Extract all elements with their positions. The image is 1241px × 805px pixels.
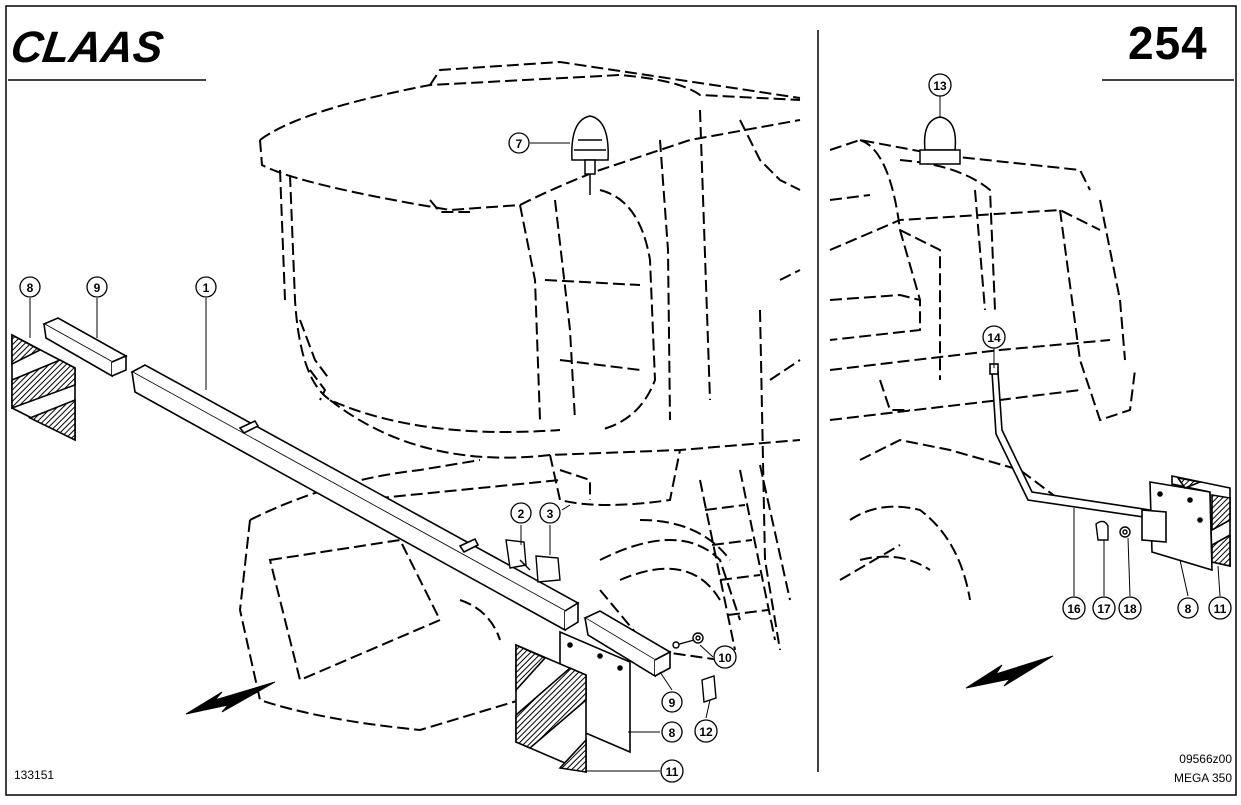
mounting-brackets: [505, 539, 561, 583]
svg-text:13: 13: [933, 79, 947, 93]
combine-outline-left: [238, 60, 801, 732]
svg-text:17: 17: [1097, 602, 1111, 616]
svg-text:8: 8: [27, 281, 34, 295]
callout-12: 12: [694, 719, 718, 743]
svg-text:11: 11: [666, 765, 679, 779]
svg-text:10: 10: [718, 651, 732, 665]
svg-text:16: 16: [1067, 602, 1081, 616]
callout-11-lower: 11: [660, 759, 684, 783]
crossbar-part: [130, 364, 580, 632]
direction-arrow-left: [185, 681, 276, 715]
callout-8-right: 8: [1177, 597, 1199, 619]
svg-text:7: 7: [516, 137, 523, 151]
fasteners-left: [672, 632, 717, 703]
svg-text:11: 11: [1214, 602, 1227, 616]
callout-3: 3: [539, 502, 561, 524]
lower-bracket-part: [583, 610, 672, 678]
page-number: 254: [1128, 17, 1208, 69]
svg-text:2: 2: [518, 507, 525, 521]
holder-bar-part: [989, 363, 1151, 519]
callout-8-left: 8: [19, 276, 41, 298]
callout-16: 16: [1062, 596, 1086, 620]
fasteners-right: [1095, 520, 1131, 541]
callout-9-lower: 9: [661, 691, 683, 713]
svg-text:12: 12: [699, 725, 713, 739]
callout-2: 2: [510, 502, 532, 524]
svg-text:14: 14: [987, 331, 1001, 345]
svg-text:8: 8: [1185, 602, 1192, 616]
callout-13: 13: [928, 73, 952, 97]
leader-lines-right: [939, 96, 1221, 597]
warning-plate-left: [11, 333, 76, 442]
callout-17: 17: [1092, 596, 1116, 620]
svg-text:3: 3: [547, 507, 554, 521]
callouts: 8 9 1 7 2 3 10 9 12 8 11 13 14 16 17 18 …: [19, 73, 1232, 783]
brand-logo: CLAAS: [8, 23, 167, 72]
callout-9-left: 9: [86, 276, 108, 298]
combine-outline-right: [829, 138, 1136, 601]
rotating-beacon-light-right: [919, 116, 961, 165]
model-name: MEGA 350: [1173, 771, 1232, 785]
callout-18: 18: [1118, 596, 1142, 620]
svg-text:1: 1: [203, 281, 210, 295]
callout-1: 1: [195, 276, 217, 298]
warning-plate-lower: [515, 630, 631, 774]
leader-lines-left: [29, 142, 714, 772]
svg-text:18: 18: [1123, 602, 1137, 616]
svg-text:9: 9: [94, 281, 101, 295]
svg-text:8: 8: [669, 726, 676, 740]
bracket-part: [42, 317, 128, 378]
rotating-beacon-light: [571, 115, 609, 195]
callout-10: 10: [713, 645, 737, 669]
direction-arrow-right: [965, 655, 1054, 689]
svg-text:9: 9: [669, 696, 676, 710]
callout-7: 7: [508, 132, 530, 154]
image-reference: 09566z00: [1179, 752, 1232, 766]
warning-plate-right: [1141, 475, 1231, 572]
callout-11-right: 11: [1208, 596, 1232, 620]
drawing-id: 133151: [14, 768, 55, 782]
page-frame: [5, 5, 1237, 796]
callout-14: 14: [982, 325, 1006, 349]
callout-8-lower: 8: [661, 721, 683, 743]
